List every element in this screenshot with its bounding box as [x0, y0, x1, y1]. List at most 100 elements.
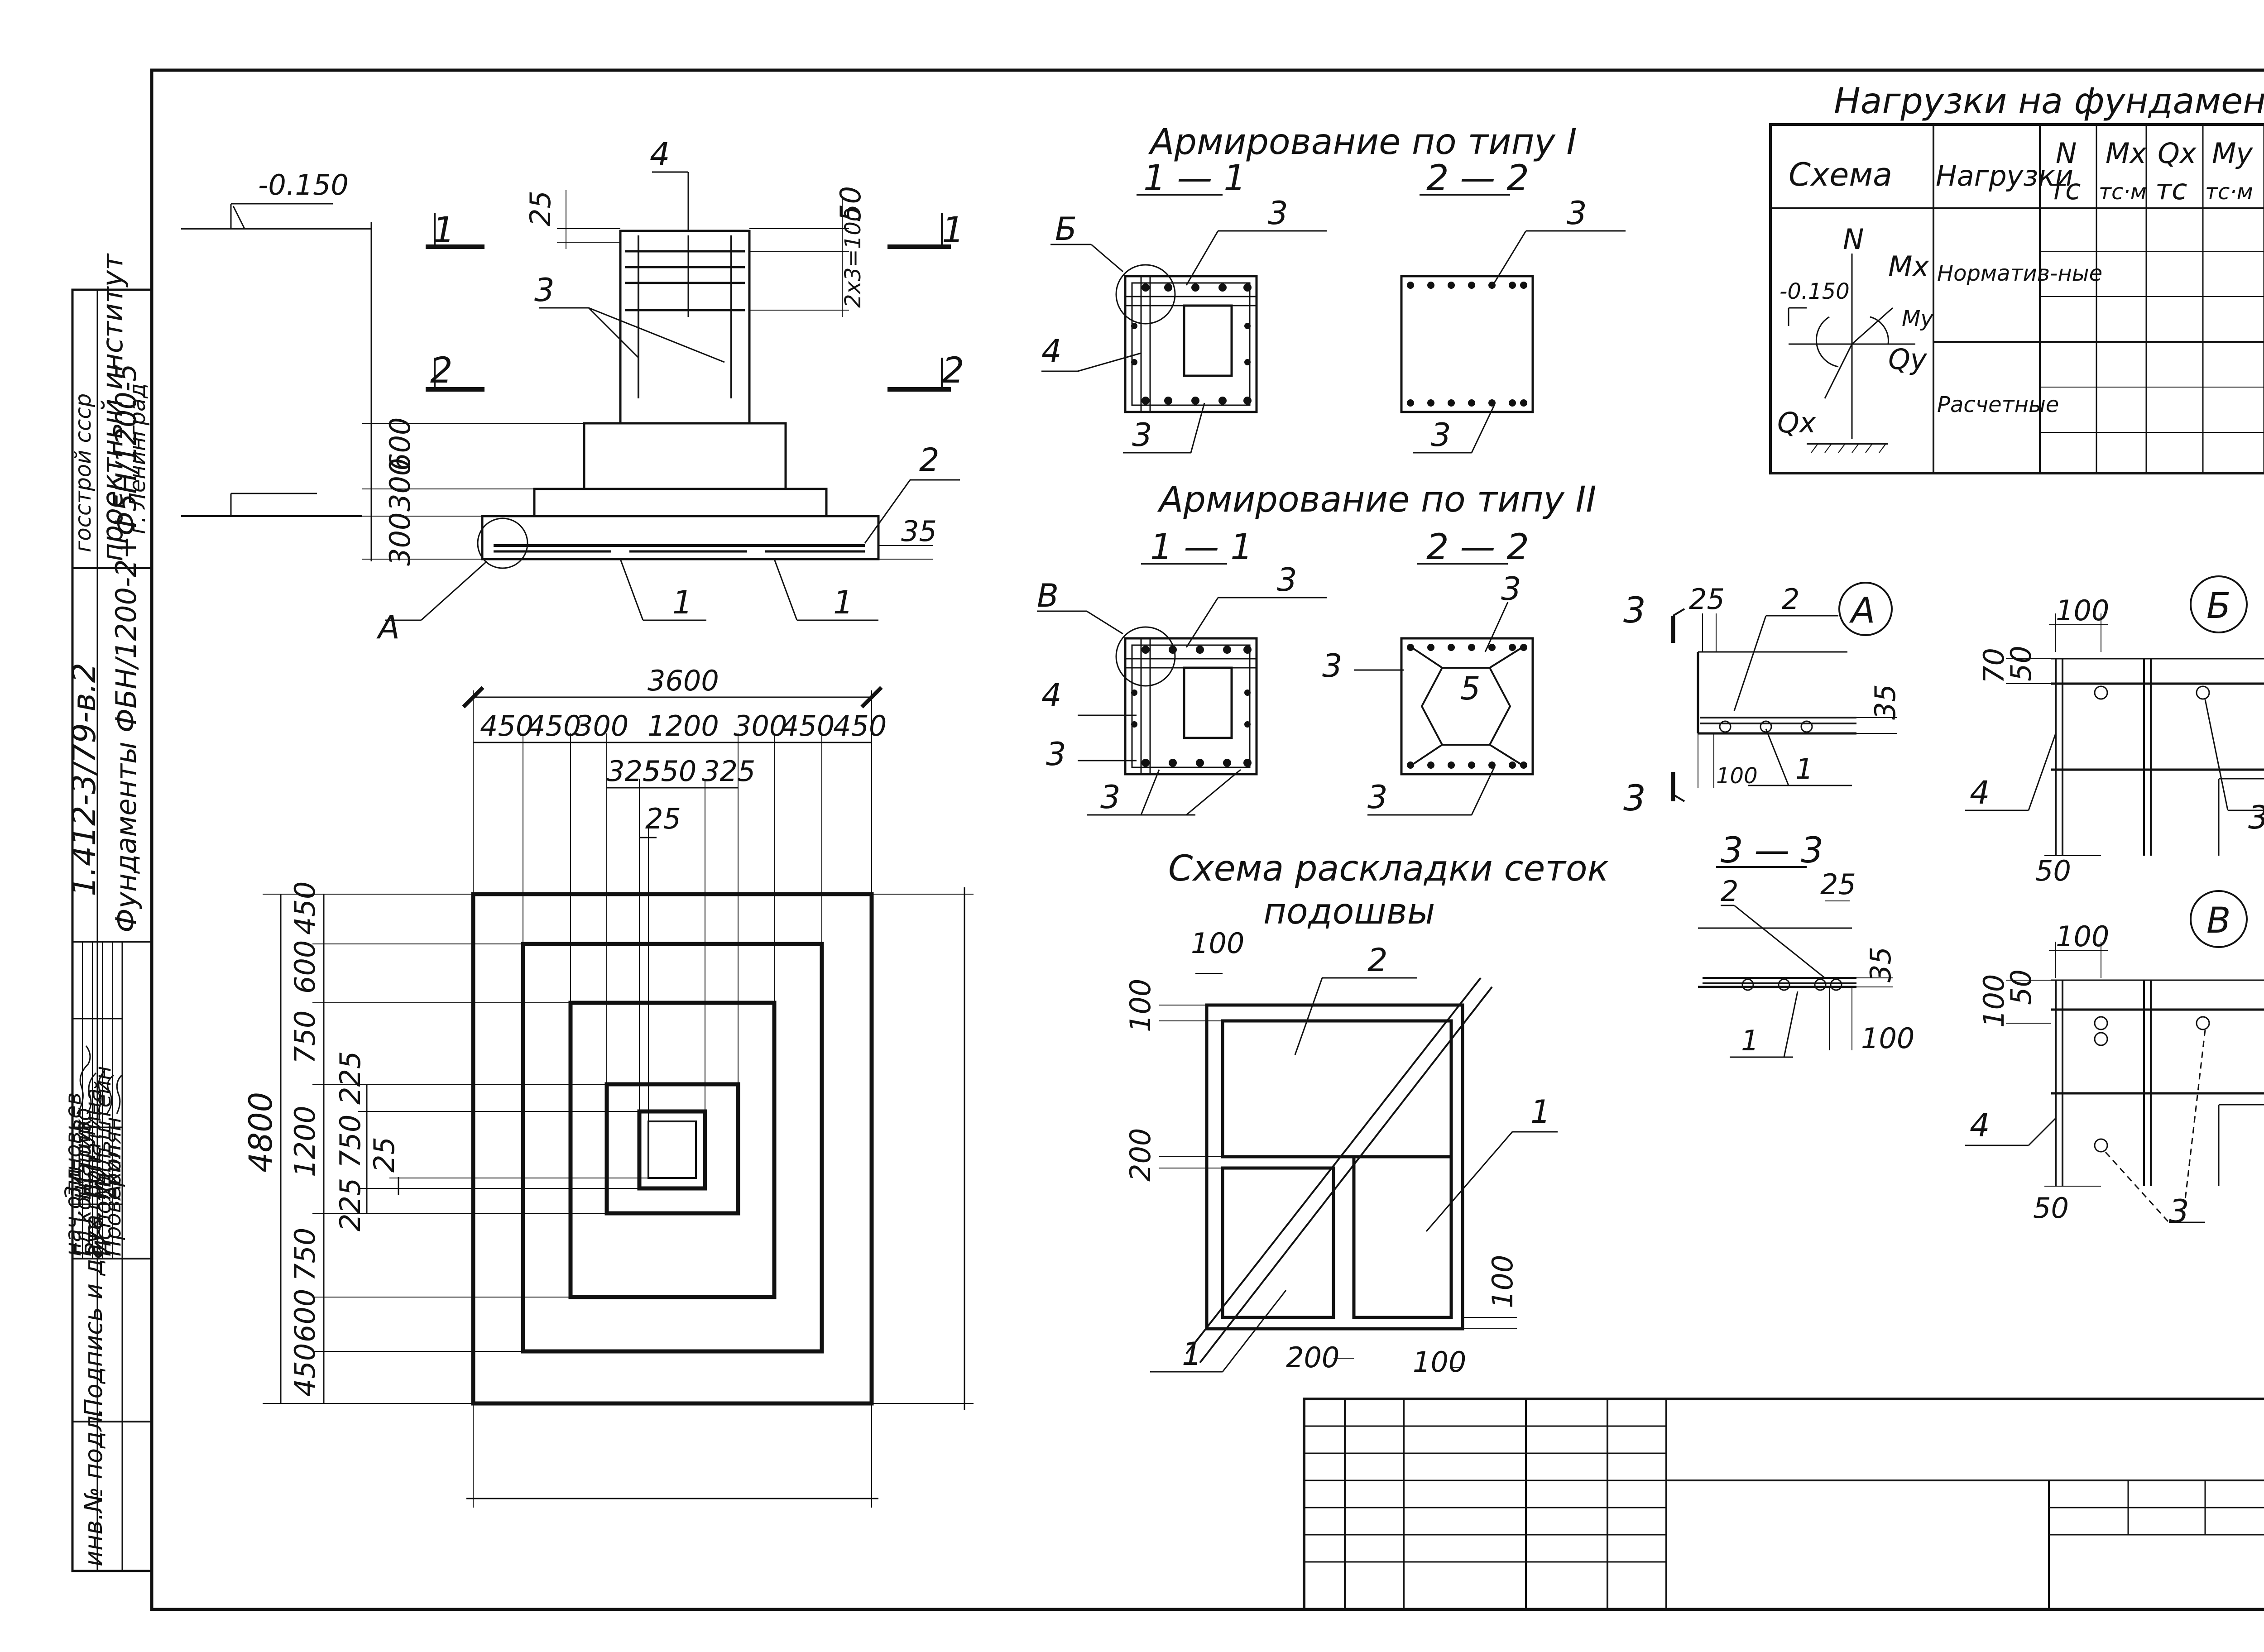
elev-pos-3: 3 [534, 272, 555, 309]
node-b-label-4: 4 [1970, 774, 1990, 811]
reinf1-node-b: Б [1055, 211, 1077, 248]
node-a-cut-bottom: 3 [1623, 778, 1646, 819]
elev-cut-1-right: 1 [942, 210, 964, 251]
plan-w2: 450 [528, 709, 581, 742]
mesh-dim-1: 100 [1191, 927, 1244, 960]
mesh-title-1: Схема раскладки сеток [1168, 848, 1609, 889]
plan-h1: 450 [288, 881, 321, 935]
reinf1-pos-3b: 3 [1132, 417, 1152, 454]
plan-h5: 750 [288, 1228, 321, 1281]
reinf2-pos-3f: 3 [1367, 779, 1388, 816]
node-b-dim-100: 100 [2056, 594, 2109, 627]
plan-h2: 600 [288, 940, 321, 994]
elev-dim-300b: 300 [384, 512, 417, 566]
plan-width-total: 3600 [648, 664, 719, 697]
loads-u-n: тс [2049, 173, 2081, 206]
reinf2-pos-3d: 3 [1501, 570, 1521, 608]
node-a-dim-35: 35 [1869, 684, 1902, 720]
mesh-dim-2: 100 [1124, 979, 1157, 1032]
node-b-dim-70: 70 [1977, 648, 2010, 684]
node-v-dim-50: 50 [2005, 969, 2038, 1005]
stamp-footer-inv: инв.№ подл. [79, 1408, 108, 1566]
loads-h-qx: Qx [2158, 137, 2197, 170]
node-v-detail: В 100 100 50 4 3 50 [1965, 890, 2264, 1230]
plan-i2: 750 [334, 1115, 367, 1168]
stamp-name-2: Шапиро [71, 1108, 96, 1200]
sec33-dim-35: 35 [1864, 947, 1897, 982]
reinf2-sec22: 2 — 2 [1426, 527, 1529, 568]
reinf2-pos-3e: 3 [1322, 647, 1343, 685]
reinf1-pos-3a: 3 [1268, 195, 1288, 232]
plan-height-total: 4800 [242, 1092, 279, 1173]
node-b-label-3: 3 [2248, 799, 2264, 836]
node-a-label-2: 2 [1782, 583, 1799, 616]
mesh-label-1b: 1 [1182, 1336, 1202, 1373]
plan-h7: 450 [288, 1343, 321, 1397]
plan-c2: 550 [643, 755, 696, 788]
scheme-my: My [1902, 306, 1933, 331]
loads-row-normative: Норматив-ные [1937, 261, 2102, 286]
loads-u-qx: тс [2155, 173, 2187, 206]
sec33-label-2: 2 [1721, 875, 1738, 908]
loads-h-n: N [2056, 137, 2077, 170]
scheme-mx: Mx [1888, 250, 1929, 283]
loads-u-my: тс·м [2205, 179, 2253, 205]
loads-table: Нагрузки на фундамент Схема Нагрузки N M… [1769, 81, 2264, 474]
plan-gap: 25 [645, 802, 681, 835]
loads-scheme-icon: N Mx My Qy Qx -0.150 [1777, 223, 1933, 453]
plan-c3: 325 [702, 755, 755, 788]
mesh-dim-4: 200 [1286, 1341, 1339, 1374]
elev-dim-50: 50 [834, 186, 867, 222]
mesh-dim-3: 200 [1124, 1128, 1157, 1182]
node-a-cut-top: 3 [1623, 590, 1646, 631]
elev-node-a: A [376, 609, 400, 646]
title-block [1303, 1398, 2264, 1611]
elev-dim-2x100: 2x3=100 [840, 208, 866, 308]
reinf2-node-v: В [1037, 577, 1059, 614]
sec33-dim-25: 25 [1820, 868, 1856, 901]
stamp-role-4: Исполн. [91, 1166, 116, 1256]
scheme-n: N [1843, 223, 1864, 256]
stamp-name-3: Лопатина [81, 1088, 106, 1201]
loads-title: Нагрузки на фундамент [1834, 81, 2264, 122]
plan-w4: 1200 [648, 709, 719, 742]
node-v-label-3: 3 [2169, 1193, 2189, 1230]
loads-h-mx: Mx [2106, 137, 2147, 170]
stamp-footer-sign: Подпись и дата [79, 1215, 108, 1417]
stamp-code: 1.412-3/79-в.2 [66, 663, 103, 896]
stamp-role-2: Гл.конструк [71, 1118, 96, 1256]
elev-cut-2-left: 2 [430, 350, 453, 391]
elev-pos-1b: 1 [833, 584, 854, 621]
loads-u-mx: тс·м [2099, 179, 2147, 205]
node-a-dim-100: 100 [1716, 763, 1758, 789]
plan-w5: 300 [734, 709, 787, 742]
node-a-detail: A 3 3 25 2 35 100 1 3 — 3 [1623, 582, 1914, 1058]
node-a-dim-25: 25 [1689, 583, 1725, 616]
node-a-label: A [1849, 590, 1875, 631]
node-v-dim-100b: 100 [1977, 974, 2010, 1028]
node-b-dim-50b: 50 [2035, 854, 2071, 887]
plan-w3: 300 [575, 709, 628, 742]
elev-cut-1-left: 1 [432, 210, 455, 251]
plan-h4: 1200 [288, 1106, 321, 1177]
stamp-role-3: Рук.груп. [81, 1151, 106, 1256]
reinf1-pos-4: 4 [1041, 333, 1062, 370]
stamp-org-2: проектный институт [96, 253, 129, 561]
mesh-dim-5: 100 [1486, 1255, 1519, 1308]
loads-h-my: My [2212, 137, 2253, 170]
stamp-title: Фундаменты ФБН/1200-2+Ф5Н/1200-5 [110, 364, 143, 933]
side-stamp: госстрой ссср проектный институт г. Лени… [61, 253, 153, 1572]
plan-i1: 225 [334, 1051, 367, 1105]
reinforcement-type-2: Армирование по типу II 1 — 1 2 — 2 В 3 4… [1037, 479, 1596, 816]
reinf2-pos-3b: 3 [1046, 736, 1066, 773]
reinf1-pos-3d: 3 [1431, 417, 1451, 454]
node-b-dim-50: 50 [2005, 646, 2038, 681]
plan-inner-gap: 25 [368, 1137, 401, 1173]
reinf2-pos-3c: 3 [1100, 779, 1121, 816]
plan-w6: 450 [781, 709, 835, 742]
elev-dim-300a: 300 [384, 458, 417, 512]
elev-level: -0.150 [258, 168, 349, 201]
node-a-label-1: 1 [1795, 752, 1813, 785]
foundation-plan: 3600 450 450 300 1200 300 450 450 325 55… [242, 664, 974, 1508]
